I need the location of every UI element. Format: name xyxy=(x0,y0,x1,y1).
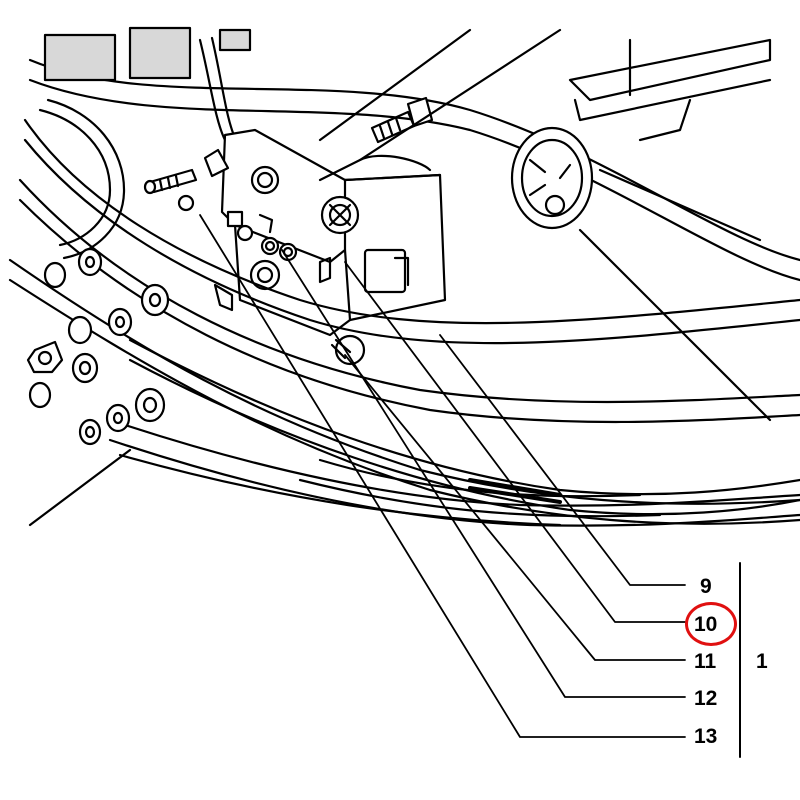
leader-13 xyxy=(199,214,686,738)
highlight-circle xyxy=(685,602,737,646)
callout-12: 12 xyxy=(694,687,718,710)
leader-10 xyxy=(344,261,686,623)
left-hose xyxy=(38,98,126,260)
leader-grommet xyxy=(578,228,772,422)
leader-upper-2 xyxy=(358,28,562,162)
leader-12 xyxy=(281,249,686,698)
group-label: 1 xyxy=(756,650,768,673)
small-parts-left xyxy=(177,148,366,366)
leader-9 xyxy=(439,334,686,586)
washer-stack xyxy=(26,247,170,446)
mounting-plate xyxy=(220,128,447,337)
wire-harness xyxy=(8,58,800,527)
screw-left xyxy=(143,168,198,195)
callout-11: 11 xyxy=(694,650,717,673)
callout-13: 13 xyxy=(694,725,718,748)
leader-upper-1 xyxy=(318,28,472,142)
rubber-grommet xyxy=(510,126,594,230)
callout-9: 9 xyxy=(700,575,712,598)
leader-11 xyxy=(344,354,686,661)
leader-right xyxy=(598,168,762,242)
slide-rail xyxy=(568,38,772,142)
leader-left xyxy=(28,448,132,527)
